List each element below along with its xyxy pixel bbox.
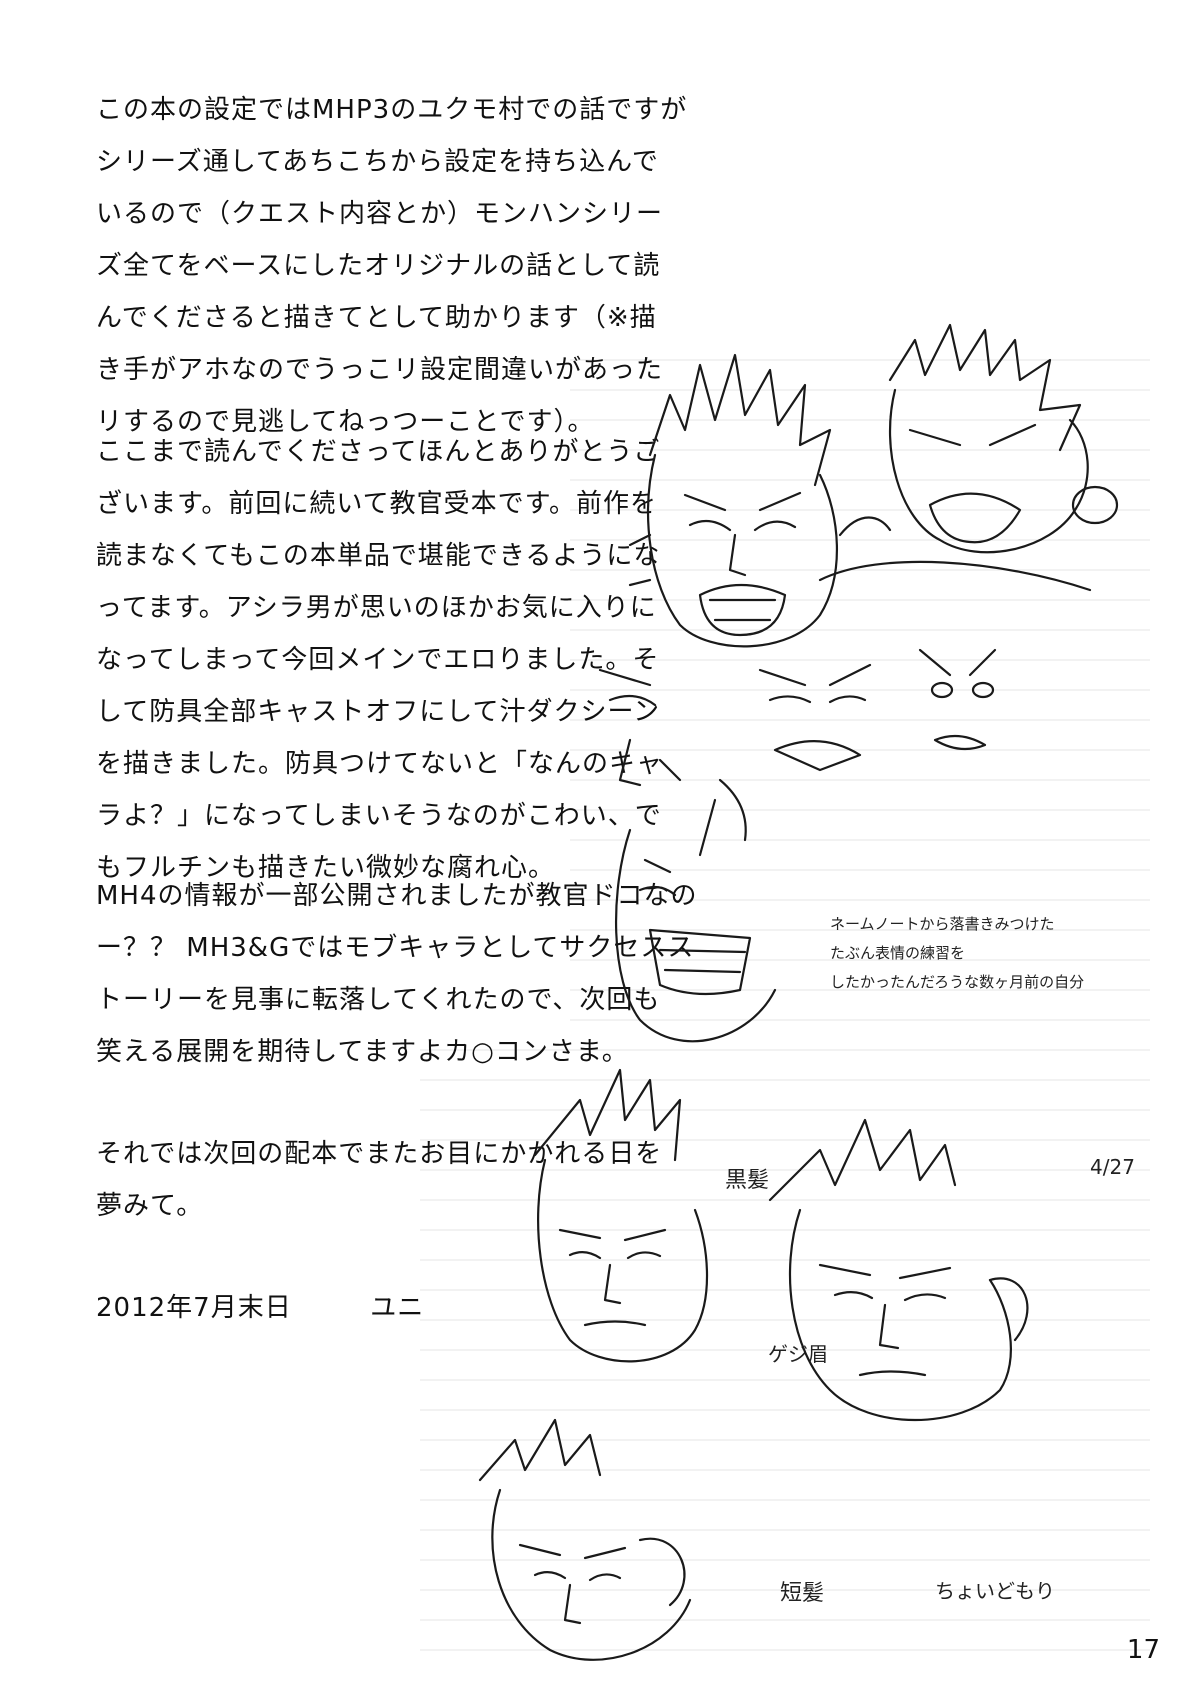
text-line: んでくださると描きてとして助かります（※描 [96, 303, 657, 333]
note-brow: ゲジ眉 [768, 1342, 828, 1366]
sketch-caption: ネームノートから落書きみつけた たぶん表情の練習を したかったんだろうな数ヶ月前… [830, 910, 1130, 997]
caption-line: たぶん表情の練習を [830, 944, 966, 962]
caption-line: したかったんだろうな数ヶ月前の自分 [830, 973, 1085, 991]
afterword-paragraph-1: この本の設定ではMHP3のユクモ村での話ですが シリーズ通してあちこちから設定を… [96, 84, 688, 448]
text-line: ざいます。前回に続いて教官受本です。前作を [96, 489, 658, 519]
afterword-paragraph-2: ここまで読んでくださってほんとありがとうご ざいます。前回に続いて教官受本です。… [96, 426, 664, 894]
text-line: を描きました。防具つけてないと「なんのキャ [96, 749, 664, 779]
sketch-profile-face-right [768, 1118, 1029, 1421]
text-line: ズ全てをベースにしたオリジナルの話として読 [96, 251, 661, 281]
sketch-bottom-profile-face [478, 1418, 692, 1661]
note-date: 4/27 [1090, 1155, 1135, 1179]
note-black-hair: 黒髪 [725, 1168, 770, 1193]
text-line: ー？？ MH3&Gではモブキャラとしてサクセスス [96, 933, 695, 963]
text-line: リするので見逃してねっつーことです）。 [96, 407, 595, 437]
caption-line: ネームノートから落書きみつけた [830, 915, 1055, 933]
afterword-paragraph-3: MH4の情報が一部公開されましたが教官ドコなの ー？？ MH3&Gではモブキャラ… [96, 870, 698, 1078]
text-line: なってしまって今回メインでエロりました。そ [96, 645, 660, 675]
text-line: 夢みて。 [96, 1191, 204, 1221]
sketch-shouting-face [628, 353, 839, 648]
sketch-grimace-face [818, 323, 1119, 592]
sketch-side-shout-face [614, 778, 777, 1043]
text-line: シリーズ通してあちこちから設定を持ち込んで [96, 147, 659, 177]
text-line: して防具全部キャストオフにして汁ダクシーン [96, 697, 661, 727]
text-line: ラよ？」になってしまいそうなのがこわい、で [96, 801, 662, 831]
text-line: ここまで読んでくださってほんとありがとうご [96, 437, 661, 467]
afterword-paragraph-4: それでは次回の配本でまたお目にかかれる日を 夢みて。 [96, 1128, 663, 1232]
text-line: 読まなくてもこの本単品で堪能できるようにな [96, 541, 661, 571]
text-line: いるので（クエスト内容とか）モンハンシリー [96, 199, 664, 229]
text-line: 笑える展開を期待してますよカ○コンさま。 [96, 1037, 629, 1067]
page-number: 17 [1126, 1635, 1160, 1665]
text-line: もフルチンも描きたい微妙な腐れ心。 [96, 853, 556, 883]
text-line: この本の設定ではMHP3のユクモ村での話ですが [96, 95, 688, 125]
text-line: き手がアホなのでうっこリ設定間違いがあった [96, 355, 664, 385]
sketch-expression-studies [598, 648, 997, 787]
signature-author: ユニ [370, 1293, 425, 1323]
text-line: MH4の情報が一部公開されましたが教官ドコなの [96, 881, 698, 911]
signature: 2012年7月末日 ユニ [96, 1282, 616, 1334]
text-line: トーリーを見事に転落してくれたので、次回も [96, 985, 661, 1015]
signature-date: 2012年7月末日 [96, 1293, 292, 1323]
text-line: それでは次回の配本でまたお目にかかれる日を [96, 1139, 663, 1169]
note-shy: ちょいどもり [935, 1579, 1055, 1603]
text-line: ってます。アシラ男が思いのほかお気に入りに [96, 593, 657, 623]
note-short-hair: 短髪 [780, 1581, 825, 1606]
sketch-profile-face-left [533, 1068, 709, 1363]
